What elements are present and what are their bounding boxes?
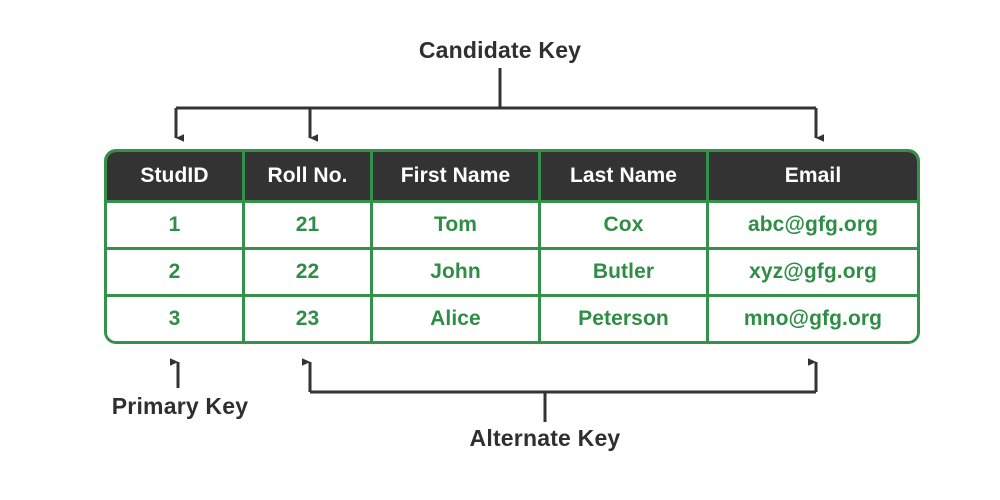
- cell-email: abc@gfg.org: [709, 203, 917, 250]
- cell-first-name: Tom: [373, 203, 541, 250]
- cell-studid: 1: [107, 203, 245, 250]
- primary-key-label: Primary Key: [111, 393, 249, 419]
- cell-studid: 2: [107, 250, 245, 297]
- cell-studid: 3: [107, 297, 245, 341]
- column-header-studid: StudID: [107, 152, 245, 203]
- table-row: 1 21 Tom Cox abc@gfg.org: [107, 203, 917, 250]
- cell-rollno: 23: [245, 297, 373, 341]
- table-header-row: StudID Roll No. First Name Last Name Ema…: [107, 152, 917, 203]
- column-header-rollno: Roll No.: [245, 152, 373, 203]
- alternate-key-label: Alternate Key: [469, 425, 621, 451]
- cell-email: xyz@gfg.org: [709, 250, 917, 297]
- cell-rollno: 22: [245, 250, 373, 297]
- student-table: StudID Roll No. First Name Last Name Ema…: [104, 149, 920, 344]
- cell-last-name: Cox: [541, 203, 709, 250]
- table-row: 3 23 Alice Peterson mno@gfg.org: [107, 297, 917, 341]
- table-header: StudID Roll No. First Name Last Name Ema…: [107, 152, 917, 203]
- cell-first-name: Alice: [373, 297, 541, 341]
- candidate-key-label: Candidate Key: [418, 37, 582, 63]
- column-header-first-name: First Name: [373, 152, 541, 203]
- cell-first-name: John: [373, 250, 541, 297]
- table-body: 1 21 Tom Cox abc@gfg.org 2 22 John Butle…: [107, 203, 917, 341]
- cell-rollno: 21: [245, 203, 373, 250]
- table-row: 2 22 John Butler xyz@gfg.org: [107, 250, 917, 297]
- cell-last-name: Butler: [541, 250, 709, 297]
- column-header-last-name: Last Name: [541, 152, 709, 203]
- cell-email: mno@gfg.org: [709, 297, 917, 341]
- column-header-email: Email: [709, 152, 917, 203]
- cell-last-name: Peterson: [541, 297, 709, 341]
- student-table-container: StudID Roll No. First Name Last Name Ema…: [104, 149, 920, 344]
